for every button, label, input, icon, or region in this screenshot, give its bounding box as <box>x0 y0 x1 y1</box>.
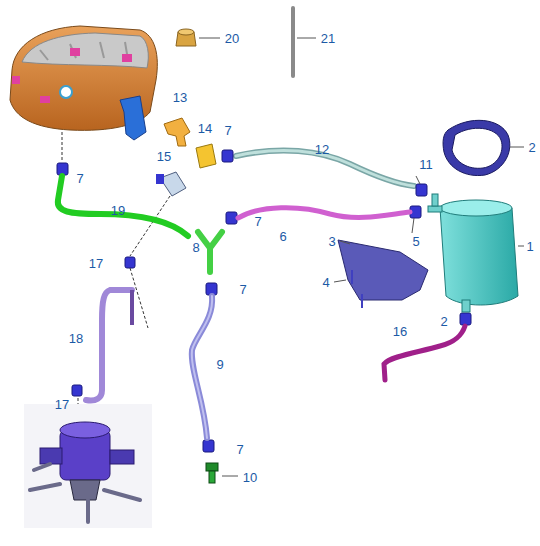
callout-number: 7 <box>75 171 84 186</box>
gasket-ring <box>443 120 510 175</box>
carburetor <box>24 404 152 528</box>
leader-line <box>416 176 420 184</box>
leader-line <box>412 218 414 233</box>
callout-number: 2 <box>439 314 448 329</box>
callout-number: 7 <box>235 442 244 457</box>
callout-number: 8 <box>191 240 200 255</box>
callout-number: 9 <box>215 357 224 372</box>
mounting-plate <box>338 240 428 300</box>
drain-nozzle <box>206 463 218 483</box>
callout-number: 17 <box>54 397 70 412</box>
fuel-tank <box>10 26 157 140</box>
callout-number: 11 <box>418 157 434 172</box>
leader-line <box>297 38 316 39</box>
callout-number: 6 <box>278 229 287 244</box>
fitting <box>176 29 196 46</box>
callout-number: 10 <box>242 470 258 485</box>
callout-number: 3 <box>327 234 336 249</box>
hose <box>192 296 212 438</box>
callout-number: 7 <box>223 123 232 138</box>
leader-line <box>130 196 170 256</box>
fuel-filter <box>156 172 186 196</box>
leader-line <box>199 38 220 39</box>
canister <box>428 194 518 312</box>
hose <box>238 208 410 218</box>
callout-number: 14 <box>197 121 213 136</box>
leader-line <box>130 268 148 328</box>
callout-number: 20 <box>224 31 240 46</box>
callout-number: 5 <box>411 234 420 249</box>
leader-line <box>222 476 238 477</box>
callout-number: 7 <box>238 282 247 297</box>
callout-number: 12 <box>314 142 330 157</box>
leader-line <box>334 280 346 282</box>
leader-line <box>62 132 63 162</box>
hose <box>86 290 132 401</box>
callout-number: 13 <box>172 90 188 105</box>
callout-number: 16 <box>392 324 408 339</box>
y-connector <box>198 232 222 272</box>
hose <box>130 290 134 325</box>
callout-number: 15 <box>156 149 172 164</box>
callout-number: 18 <box>68 331 84 346</box>
bracket <box>164 118 190 146</box>
leader-line <box>518 246 524 247</box>
callout-number: 2 <box>527 140 536 155</box>
callout-number: 17 <box>88 256 104 271</box>
fitting <box>196 144 216 168</box>
hose <box>192 296 212 438</box>
leader-line <box>510 147 524 148</box>
bolts <box>352 270 362 308</box>
callout-number: 21 <box>320 31 336 46</box>
leader-line <box>340 241 350 244</box>
callout-number: 1 <box>525 239 534 254</box>
rod <box>291 8 295 76</box>
callout-number: 19 <box>110 203 126 218</box>
callout-number: 4 <box>321 275 330 290</box>
callout-number: 7 <box>253 214 262 229</box>
